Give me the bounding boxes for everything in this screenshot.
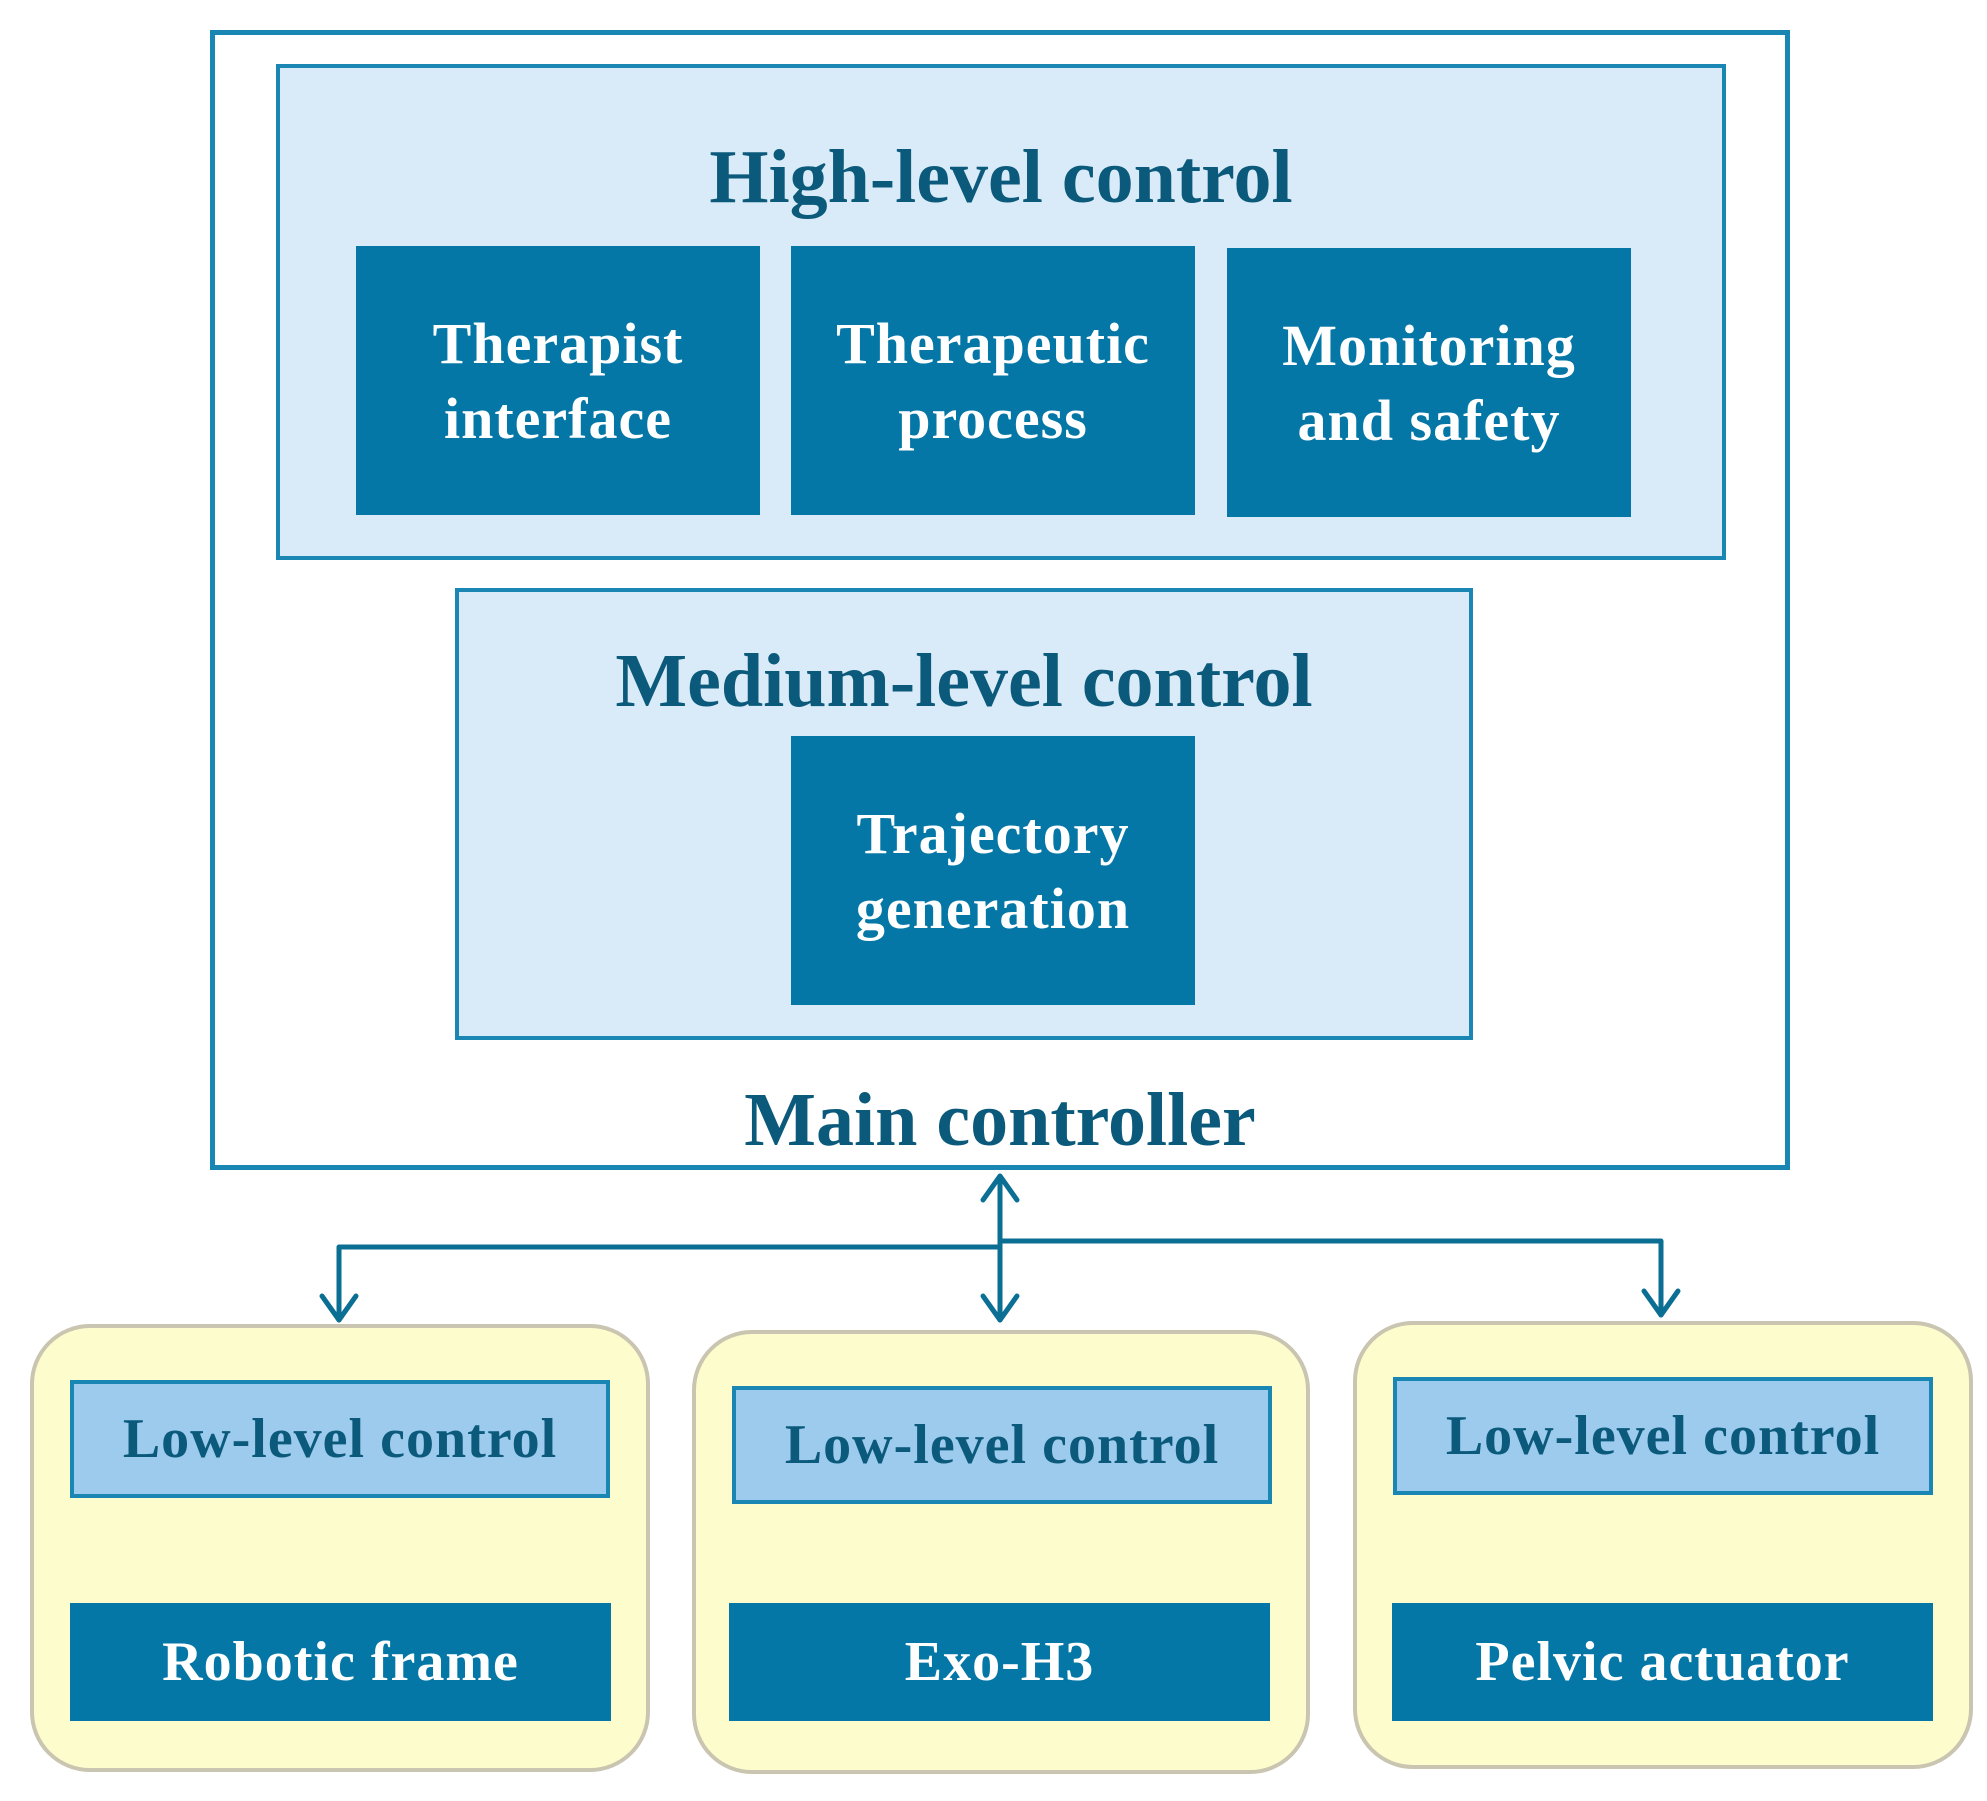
block-line: process	[898, 385, 1088, 451]
module-2-hardware-exo-h3: Exo-H3	[729, 1603, 1270, 1721]
main-controller-label: Main controller	[744, 1078, 1256, 1162]
therapist-interface-block: Therapist interface	[356, 246, 760, 515]
high-level-control-title: High-level control	[709, 135, 1293, 219]
bus-left-branch	[336, 1244, 1003, 1323]
block-line: Monitoring	[1282, 312, 1576, 378]
module-2-low-level-control: Low-level control	[732, 1386, 1272, 1504]
main-bus-arrowhead-up	[980, 1173, 1020, 1203]
right-branch-arrowhead	[1641, 1288, 1681, 1318]
block-line: Therapist	[432, 310, 684, 376]
block-line: Therapeutic	[836, 310, 1150, 376]
therapeutic-process-block: Therapeutic process	[791, 246, 1195, 515]
module-3-low-level-control: Low-level control	[1393, 1377, 1933, 1495]
module-3-hardware-pelvic-actuator: Pelvic actuator	[1392, 1603, 1933, 1721]
medium-level-control-title: Medium-level control	[615, 639, 1313, 723]
block-line: interface	[444, 385, 672, 451]
block-line: generation	[855, 875, 1131, 941]
bus-right-branch	[997, 1238, 1664, 1318]
monitoring-safety-block: Monitoring and safety	[1227, 248, 1631, 517]
main-bus-arrowhead-down	[980, 1293, 1020, 1323]
module-1-low-level-control: Low-level control	[70, 1380, 610, 1498]
left-branch-arrowhead	[319, 1293, 359, 1323]
block-line: and safety	[1297, 387, 1561, 453]
module-1-hardware-robotic-frame: Robotic frame	[70, 1603, 611, 1721]
block-line: Trajectory	[856, 800, 1130, 866]
trajectory-generation-block: Trajectory generation	[791, 736, 1195, 1005]
